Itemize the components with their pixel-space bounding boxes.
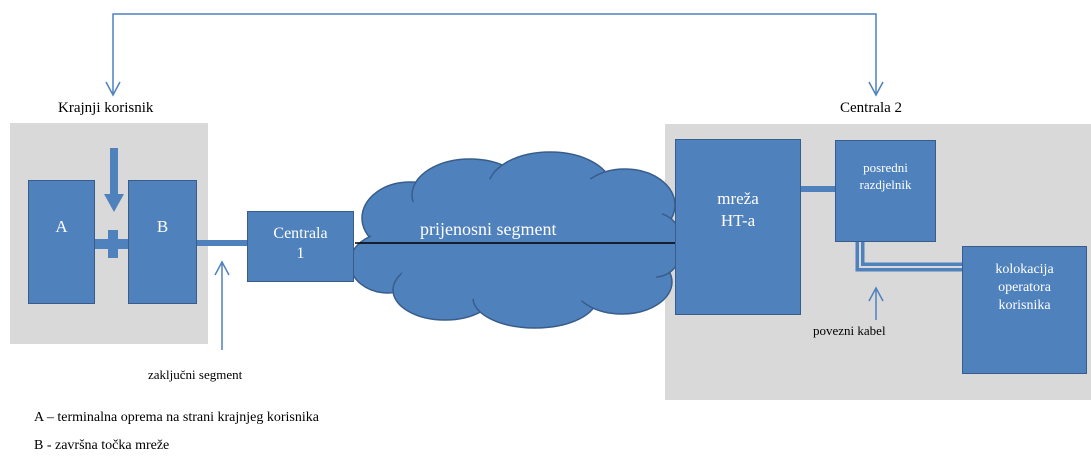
top-link-arrowhead-left: [105, 81, 121, 97]
operator-colocation-box: kolokacija operatora korisnika: [962, 246, 1087, 374]
cloud-fill-cover: [370, 170, 662, 312]
box-a-label: A: [55, 217, 68, 236]
exchange-2-title: Centrala 2: [840, 100, 903, 116]
ht-network-label-line2: HT-a: [720, 211, 756, 230]
ht-network-label-line1: mreža: [717, 189, 759, 208]
povezni-cable-line: [855, 241, 964, 272]
connection-cable-label: povezni kabel: [813, 323, 886, 338]
operator-colocation-line2: operatora: [998, 280, 1051, 295]
povezni-cable-inner: [859, 241, 964, 268]
intermediate-distributor-line2: razdjelnik: [859, 177, 912, 192]
operator-colocation-line3: korisnika: [998, 298, 1051, 313]
operator-colocation-line1: kolokacija: [995, 262, 1054, 277]
povezni-arrowhead: [868, 286, 884, 302]
intermediate-distributor-line1: posredni: [863, 160, 908, 175]
mreza-to-posredni-line: [800, 186, 836, 192]
down-arrow-head: [104, 194, 124, 212]
legend-item-a: A – terminalna oprema na strani krajnjeg…: [34, 410, 319, 425]
network-termination-box-b: B: [128, 180, 197, 304]
legend-item-b: B - završna točka mreže: [34, 438, 170, 453]
end-user-title: Krajnji korisnik: [58, 100, 154, 116]
down-arrow-shaft: [110, 148, 118, 196]
ht-network-box: mreža HT-a: [675, 139, 801, 315]
plus-connector-v: [108, 230, 118, 258]
box-b-label: B: [156, 217, 169, 236]
centrala-1-label-line2: 1: [296, 245, 305, 262]
centrala-1-label-line1: Centrala: [273, 225, 328, 242]
zakljucni-arrowhead: [214, 260, 230, 276]
b-to-centrala1-line: [196, 240, 248, 246]
termination-segment-label: zaključni segment: [148, 367, 243, 382]
intermediate-distributor-box: posredni razdjelnik: [835, 140, 936, 242]
top-link-line: [112, 13, 877, 93]
transmission-segment-label: prijenosni segment: [420, 219, 557, 239]
centrala-1-box: Centrala 1: [247, 211, 354, 282]
top-link-arrowhead-right: [868, 81, 884, 97]
terminal-equipment-box-a: A: [28, 180, 95, 304]
